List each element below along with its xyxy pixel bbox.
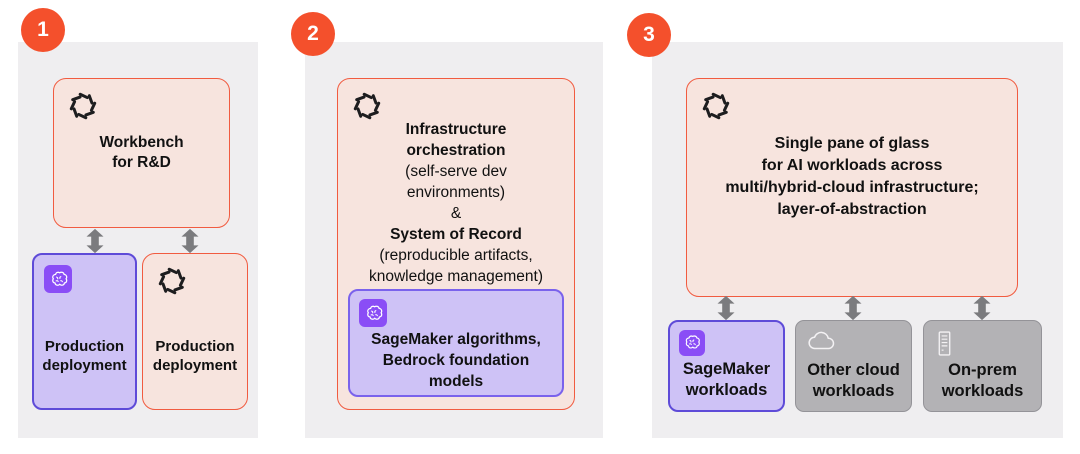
box-label: Infrastructure orchestration (self-serve… bbox=[338, 79, 574, 287]
box-label: Workbench for R&D bbox=[54, 79, 229, 227]
workbench-box: Workbench for R&D bbox=[53, 78, 230, 228]
step-badge-1: 1 bbox=[21, 8, 65, 52]
on-prem-workloads-box: On-prem workloads bbox=[923, 320, 1042, 412]
label-line: Production bbox=[44, 337, 125, 355]
label-line: models bbox=[428, 373, 484, 390]
label-line: Single pane of glass bbox=[774, 135, 930, 152]
label-line: multi/hybrid-cloud infrastructure; bbox=[725, 179, 979, 196]
label-line: Bedrock foundation bbox=[382, 352, 530, 369]
label-line: (self-serve dev bbox=[405, 163, 507, 180]
panel-stage-2: Infrastructure orchestration (self-serve… bbox=[305, 42, 603, 438]
label-line: Production bbox=[155, 337, 235, 355]
sagemaker-workloads-box: SageMaker workloads bbox=[668, 320, 785, 412]
step-badge-3: 3 bbox=[627, 13, 671, 57]
label-line: workloads bbox=[941, 382, 1024, 400]
label-line: deployment bbox=[42, 356, 127, 374]
label-line: (reproducible artifacts, bbox=[379, 247, 533, 264]
label-line: SageMaker bbox=[682, 360, 771, 378]
sagemaker-bedrock-models-box: SageMaker algorithms, Bedrock foundation… bbox=[348, 289, 564, 397]
cloud-icon bbox=[807, 330, 837, 351]
label-line: deployment bbox=[152, 356, 238, 374]
sagemaker-brain-icon bbox=[679, 330, 705, 356]
spiral-icon bbox=[157, 266, 187, 296]
box-label: SageMaker algorithms, Bedrock foundation… bbox=[350, 291, 562, 392]
spiral-icon bbox=[352, 91, 382, 121]
double-arrow-icon bbox=[178, 228, 202, 254]
sagemaker-brain-icon bbox=[359, 299, 387, 327]
spiral-icon bbox=[68, 91, 98, 121]
label-line: workloads bbox=[685, 381, 768, 399]
production-deployment-sagemaker-box: Production deployment bbox=[32, 253, 137, 410]
box-label: Production deployment bbox=[34, 255, 135, 432]
label-line: On-prem bbox=[948, 361, 1017, 379]
box-label: Production deployment bbox=[143, 254, 247, 433]
panel-stage-3: Single pane of glass for AI workloads ac… bbox=[652, 42, 1063, 438]
spiral-icon bbox=[701, 91, 731, 121]
label-line: workloads bbox=[812, 382, 895, 400]
step-badge-2: 2 bbox=[291, 12, 335, 56]
orchestration-box: Infrastructure orchestration (self-serve… bbox=[337, 78, 575, 410]
panel-stage-1: Workbench for R&D Production deployment … bbox=[18, 42, 258, 438]
label-line: for R&D bbox=[112, 154, 171, 171]
double-arrow-icon bbox=[970, 295, 994, 321]
label-line: for AI workloads across bbox=[761, 157, 943, 174]
label-line: System of Record bbox=[390, 226, 522, 243]
label-line: & bbox=[450, 205, 462, 222]
sagemaker-brain-icon bbox=[44, 265, 72, 293]
label-line: layer-of-abstraction bbox=[777, 201, 927, 218]
label-line: Infrastructure bbox=[405, 121, 507, 138]
double-arrow-icon bbox=[83, 228, 107, 254]
box-label: Single pane of glass for AI workloads ac… bbox=[687, 79, 1017, 221]
label-line: environments) bbox=[406, 184, 506, 201]
double-arrow-icon bbox=[841, 295, 865, 321]
other-cloud-workloads-box: Other cloud workloads bbox=[795, 320, 912, 412]
production-deployment-other-box: Production deployment bbox=[142, 253, 248, 410]
single-pane-box: Single pane of glass for AI workloads ac… bbox=[686, 78, 1018, 297]
label-line: orchestration bbox=[406, 142, 506, 159]
server-icon bbox=[935, 330, 954, 357]
label-line: Workbench bbox=[99, 134, 184, 151]
double-arrow-icon bbox=[714, 295, 738, 321]
label-line: Other cloud bbox=[807, 361, 900, 379]
label-line: SageMaker algorithms, bbox=[371, 331, 541, 348]
label-line: knowledge management) bbox=[368, 268, 544, 285]
